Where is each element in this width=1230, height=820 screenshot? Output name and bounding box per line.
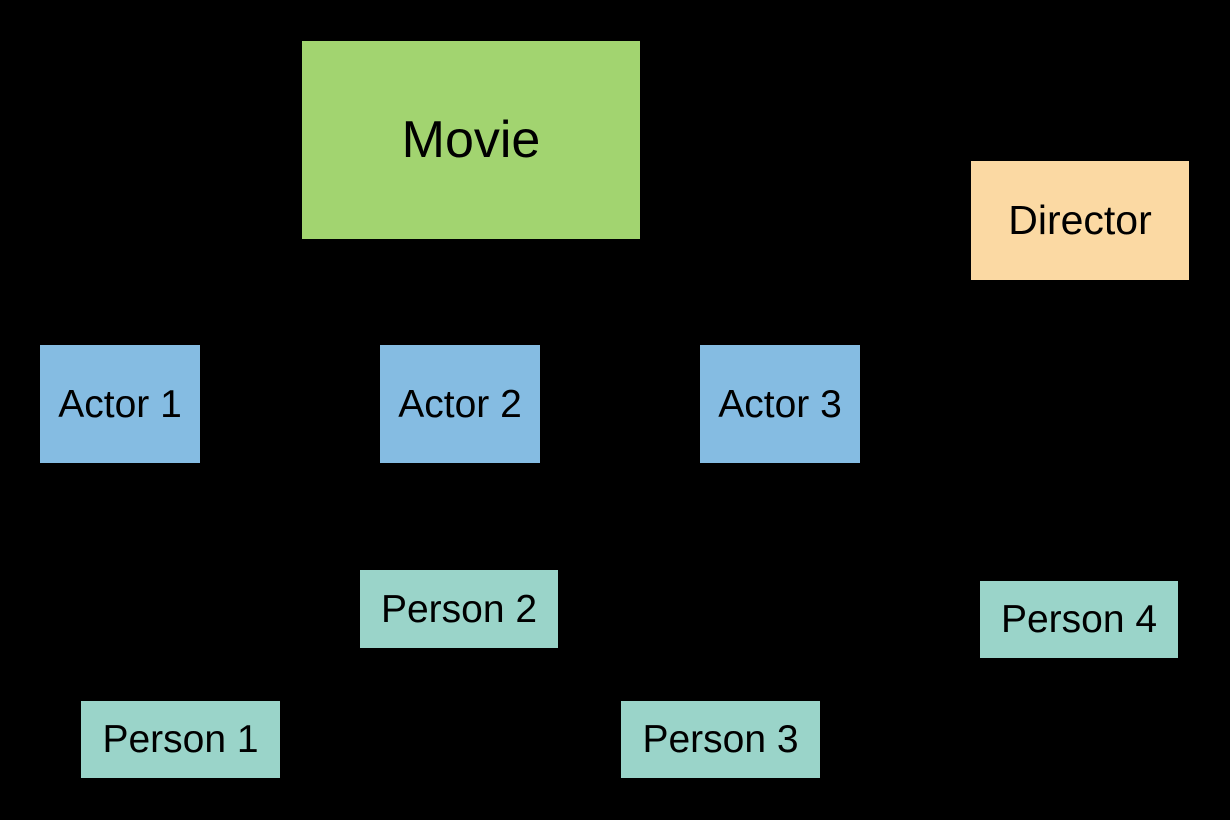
node-movie-label: Movie <box>401 111 541 169</box>
node-person-1[interactable]: Person 1 <box>81 701 280 778</box>
node-person-4[interactable]: Person 4 <box>980 581 1178 658</box>
node-person-2-label: Person 2 <box>380 587 538 631</box>
node-actor-1-label: Actor 1 <box>58 382 182 426</box>
node-actor-2[interactable]: Actor 2 <box>380 345 540 463</box>
node-director-label: Director <box>1008 197 1152 243</box>
node-person-4-label: Person 4 <box>1000 598 1158 641</box>
node-movie[interactable]: Movie <box>302 41 640 239</box>
node-person-3[interactable]: Person 3 <box>621 701 820 778</box>
node-person-2[interactable]: Person 2 <box>360 570 558 648</box>
node-director[interactable]: Director <box>971 161 1189 280</box>
node-person-3-label: Person 3 <box>642 718 799 761</box>
node-actor-3[interactable]: Actor 3 <box>700 345 860 463</box>
node-actor-3-label: Actor 3 <box>718 382 842 426</box>
node-actor-1[interactable]: Actor 1 <box>40 345 200 463</box>
node-actor-2-label: Actor 2 <box>398 382 522 426</box>
node-person-1-label: Person 1 <box>102 718 259 761</box>
